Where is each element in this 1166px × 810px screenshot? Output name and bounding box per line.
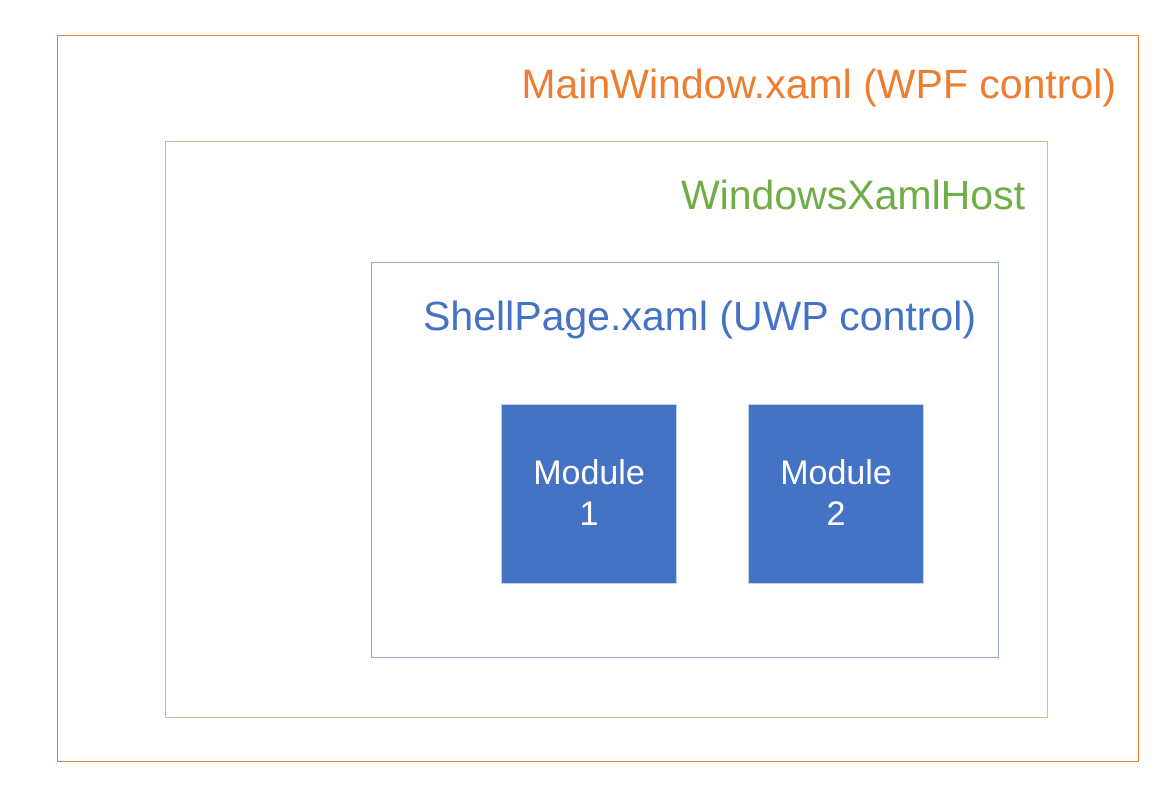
module-block-2-title: Module [780,453,892,492]
module-block-1-title: Module [533,453,645,492]
mainwindow-wpf-container: MainWindow.xaml (WPF control) [57,35,1139,762]
windowsxamlhost-container: WindowsXamlHost [165,141,1048,718]
module-block-1: Module 1 [501,404,677,584]
windowsxamlhost-label: WindowsXamlHost [680,172,1025,218]
module-block-2: Module 2 [748,404,924,584]
shellpage-uwp-container: ShellPage.xaml (UWP control) [371,262,999,658]
mainwindow-wpf-label: MainWindow.xaml (WPF control) [521,61,1116,107]
shellpage-uwp-label: ShellPage.xaml (UWP control) [423,293,976,339]
module-block-2-number: 2 [826,495,846,533]
module-block-1-number: 1 [579,495,599,533]
